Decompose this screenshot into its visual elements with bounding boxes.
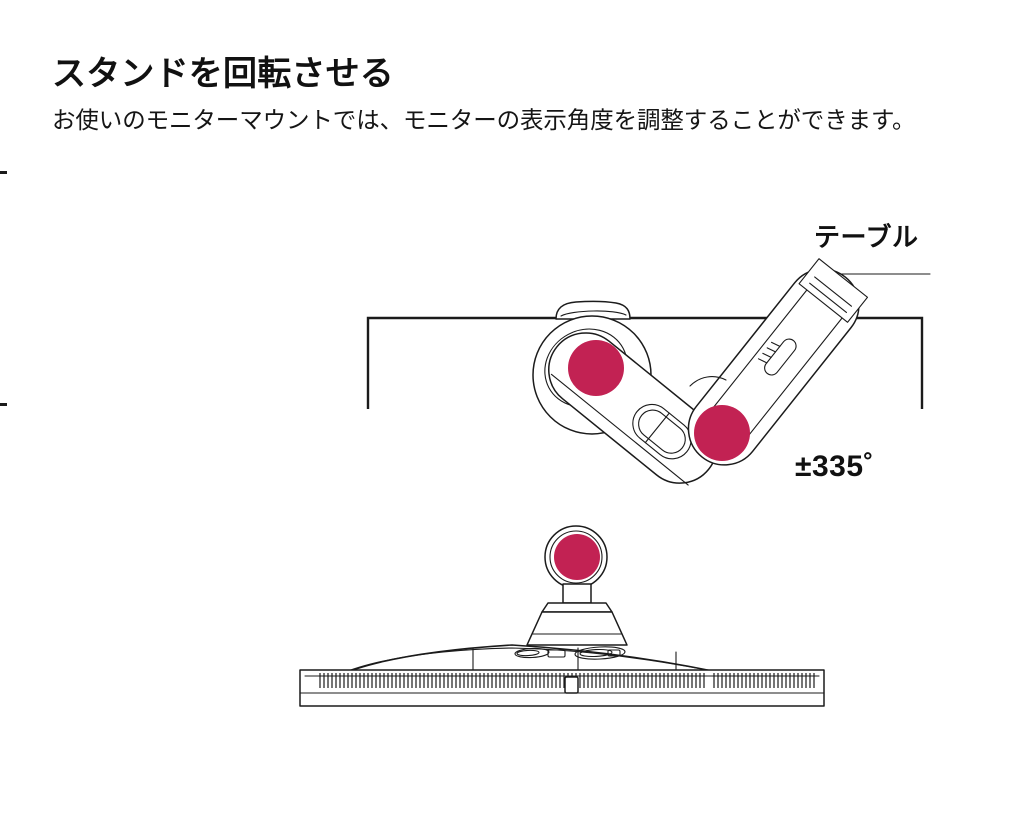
text-block: スタンドを回転させる お使いのモニターマウントでは、モニターの表示角度を調整する… (52, 52, 996, 138)
elbow-joint-marker (694, 405, 750, 461)
clamp-joint-marker (568, 340, 624, 396)
mount-joint-marker (554, 534, 600, 580)
clamp-pivot-joint (568, 340, 624, 396)
crop-mark-top-left (0, 171, 7, 174)
callout-label-rotation-angle: ±335˚ (795, 450, 875, 483)
monitor-mount-pivot-joint (544, 525, 608, 589)
page-title: スタンドを回転させる (52, 55, 394, 93)
vesa-mount-assembly (526, 583, 628, 646)
monitor-vent-grille-right (713, 673, 815, 688)
callout-label-table: テーブル (814, 222, 919, 252)
elbow-pivot-joint (689, 376, 750, 461)
cable-channel-detail (798, 258, 869, 323)
crop-mark-bottom-left (0, 403, 7, 406)
table-outline (366, 316, 924, 409)
monitor-rear-shell (299, 644, 825, 707)
page-body-text: お使いのモニターマウントでは、モニターの表示角度を調整することができます。 (52, 107, 916, 133)
